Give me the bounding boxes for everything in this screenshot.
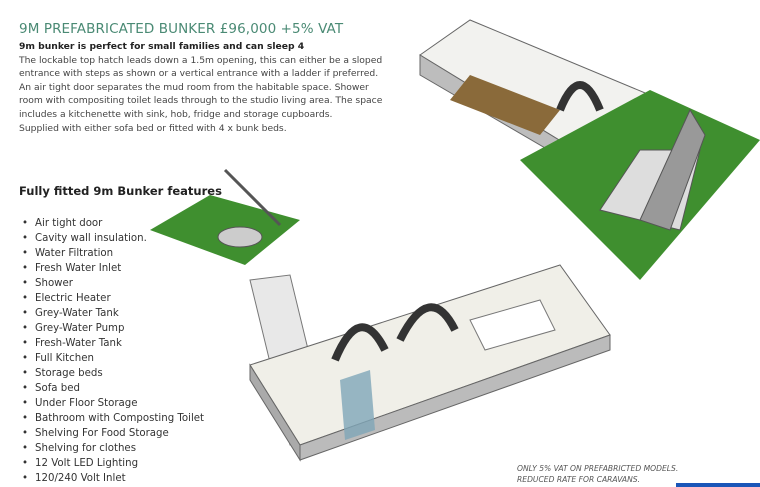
feature-item: Bathroom with Composting Toilet	[22, 411, 204, 426]
bottom-bunker-render	[150, 168, 611, 462]
feature-item: Air tight door	[22, 216, 204, 231]
vat-note-line: REDUCED RATE FOR CARAVANS.	[517, 475, 641, 484]
paragraph: Supplied with either sofa bed or fitted …	[19, 122, 287, 134]
features-heading: Fully fitted 9m Bunker features	[19, 184, 222, 198]
feature-item: Shelving For Food Storage	[22, 426, 204, 441]
description: 9m bunker is perfect for small families …	[19, 40, 389, 135]
feature-item: Grey-Water Tank	[22, 306, 204, 321]
feature-item: Fresh-Water Tank	[22, 336, 204, 351]
paragraph: An air tight door separates the mud room…	[19, 81, 383, 120]
feature-item: Sofa bed	[22, 381, 204, 396]
feature-item: Water Filtration	[22, 246, 204, 261]
intro-text: 9m bunker is perfect for small families …	[19, 41, 305, 52]
paragraph: The lockable top hatch leads down a 1.5m…	[19, 54, 383, 80]
feature-item: Fresh Water Inlet	[22, 261, 204, 276]
vat-note-line: ONLY 5% VAT ON PREFABRICTED MODELS.	[517, 464, 679, 473]
accent-bar	[676, 483, 760, 487]
feature-item: Shower	[22, 276, 204, 291]
top-bunker-render	[419, 19, 760, 280]
page-title: 9M PREFABRICATED BUNKER £96,000 +5% VAT	[19, 21, 344, 37]
feature-item: 120/240 Volt Inlet	[22, 471, 204, 486]
feature-item: Full Kitchen	[22, 351, 204, 366]
vat-note: ONLY 5% VAT ON PREFABRICTED MODELS. REDU…	[517, 463, 678, 485]
feature-item: Electric Heater	[22, 291, 204, 306]
feature-item: Shelving for clothes	[22, 441, 204, 456]
feature-item: 12 Volt LED Lighting	[22, 456, 204, 471]
features-list: Air tight door Cavity wall insulation. W…	[22, 216, 204, 486]
feature-item: Cavity wall insulation.	[22, 231, 204, 246]
feature-item: Under Floor Storage	[22, 396, 204, 411]
feature-item: Grey-Water Pump	[22, 321, 204, 336]
feature-item: Storage beds	[22, 366, 204, 381]
